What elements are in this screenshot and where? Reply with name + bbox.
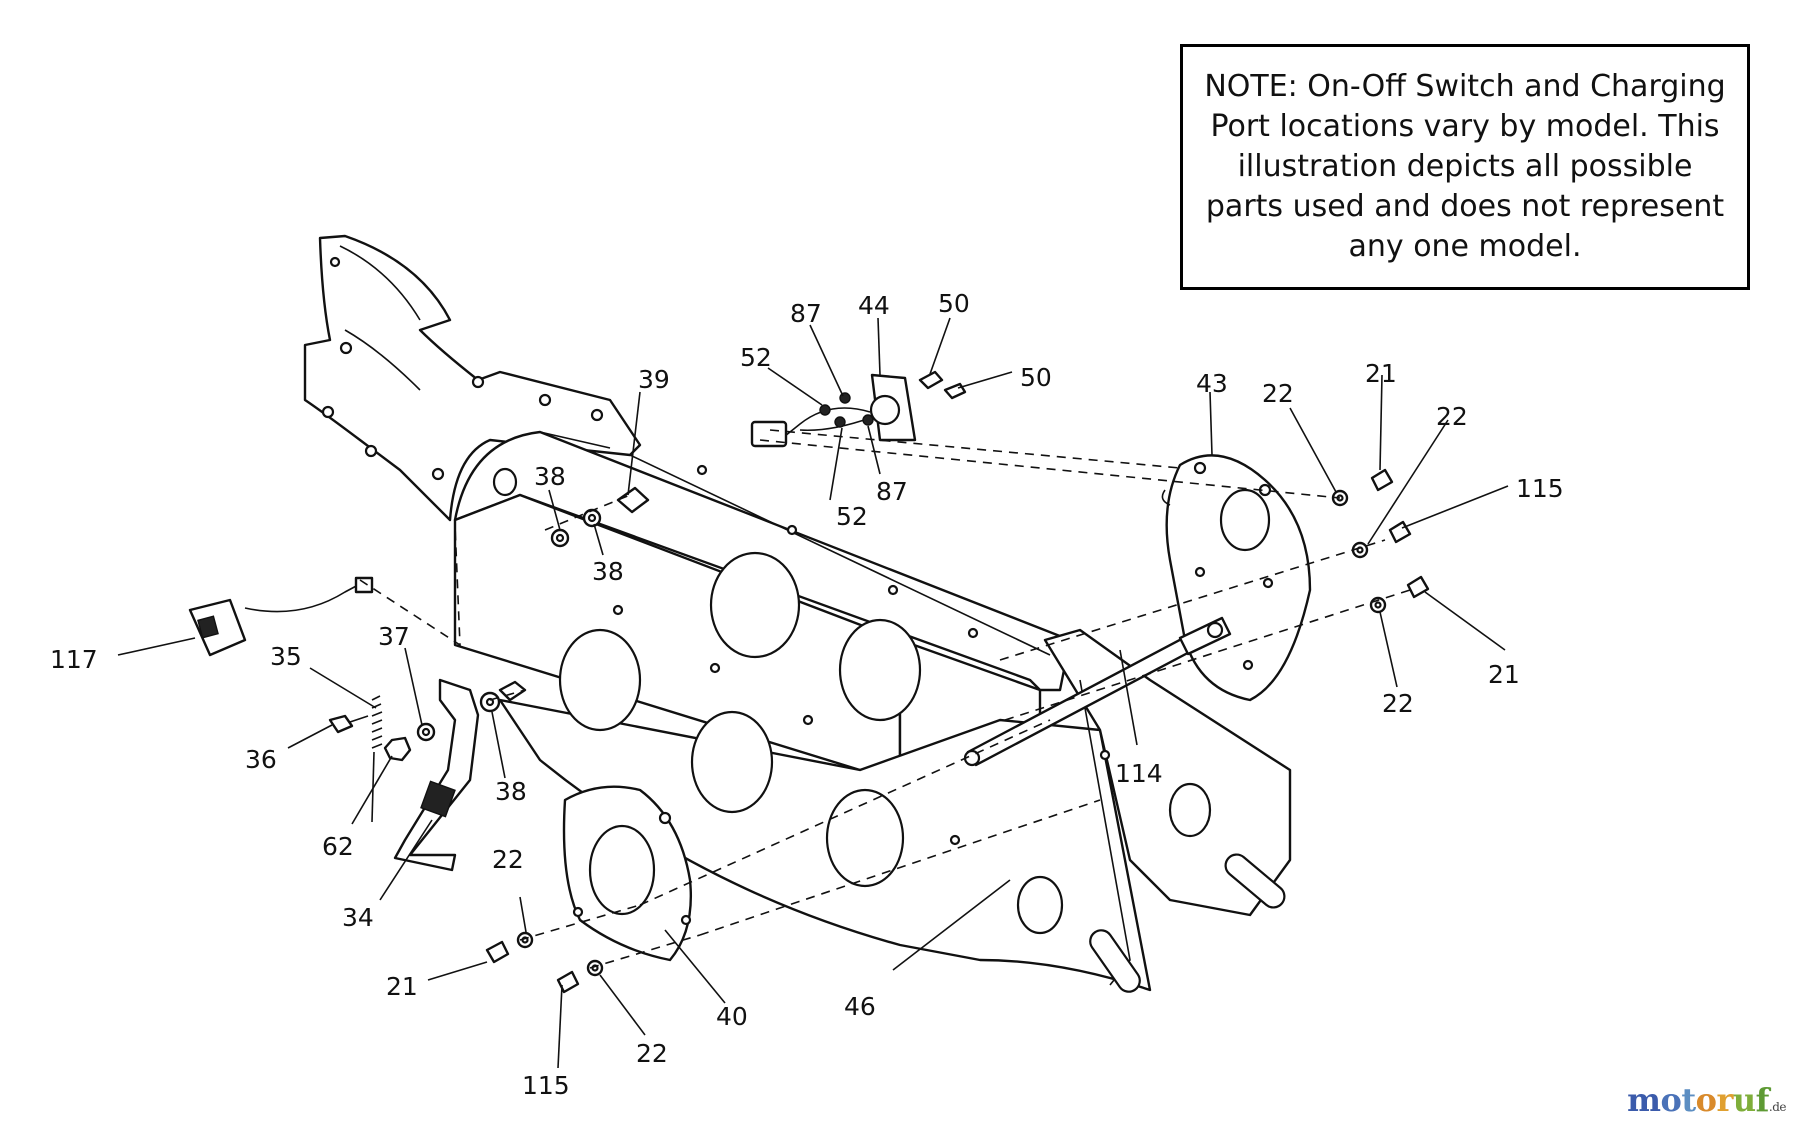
right-leg-bracket: [1043, 628, 1292, 993]
callout-38a: 38: [534, 462, 566, 491]
callout-labels: 117 35 37 36 62 34 38 38 38 39 52 52 87 …: [50, 289, 1564, 1100]
callout-52b: 52: [836, 502, 868, 531]
watermark-suffix: .de: [1768, 1100, 1787, 1114]
note-text: NOTE: On-Off Switch and Charging Port lo…: [1204, 69, 1726, 264]
upper-frame-plate: [303, 234, 642, 522]
callout-87b: 87: [876, 477, 908, 506]
callout-117: 117: [50, 645, 98, 674]
callout-22e: 22: [636, 1039, 668, 1068]
watermark-letter: u: [1732, 1081, 1756, 1119]
callout-38b: 38: [592, 557, 624, 586]
assembly-lines: [359, 429, 1411, 969]
watermark-letter: o: [1660, 1081, 1682, 1119]
center-channel-frame: [453, 430, 1072, 772]
callout-62: 62: [322, 832, 354, 861]
callout-46: 46: [844, 992, 876, 1021]
spring-35: [371, 695, 383, 823]
watermark-letter: m: [1627, 1081, 1661, 1119]
front-panel: [498, 628, 1152, 992]
rod-114: [963, 616, 1232, 767]
callout-37: 37: [378, 622, 410, 651]
callout-34: 34: [342, 903, 374, 932]
callout-115b: 115: [522, 1071, 570, 1100]
callout-21c: 21: [386, 972, 418, 1001]
callout-21a: 21: [1365, 359, 1397, 388]
callout-50a: 50: [938, 289, 970, 318]
fasteners: [328, 370, 1430, 994]
callout-50b: 50: [1020, 363, 1052, 392]
callout-35: 35: [270, 642, 302, 671]
callout-21b: 21: [1488, 660, 1520, 689]
leader-lines: [117, 317, 1509, 1069]
callout-36: 36: [245, 745, 277, 774]
watermark-letter: o: [1695, 1081, 1717, 1119]
note-box: NOTE: On-Off Switch and Charging Port lo…: [1180, 44, 1750, 290]
callout-22c: 22: [1382, 689, 1414, 718]
motoruf-watermark-logo: motoruf.de: [1627, 1081, 1786, 1119]
callout-40: 40: [716, 1002, 748, 1031]
callout-44: 44: [858, 291, 890, 320]
callout-52a: 52: [740, 343, 772, 372]
charging-port-44: [750, 373, 917, 448]
watermark-letter: t: [1681, 1081, 1696, 1119]
callout-38c: 38: [495, 777, 527, 806]
callout-22d: 22: [492, 845, 524, 874]
callout-39: 39: [638, 365, 670, 394]
callout-22a: 22: [1262, 379, 1294, 408]
callout-22b: 22: [1436, 402, 1468, 431]
watermark-letter: f: [1755, 1081, 1770, 1119]
watermark-letter: r: [1716, 1081, 1734, 1119]
lever-34: [393, 678, 480, 872]
bracket-40: [562, 785, 692, 962]
callout-114: 114: [1115, 759, 1163, 788]
switch-117: [188, 576, 374, 657]
callout-87a: 87: [790, 299, 822, 328]
callout-115a: 115: [1516, 474, 1564, 503]
callout-43: 43: [1196, 369, 1228, 398]
